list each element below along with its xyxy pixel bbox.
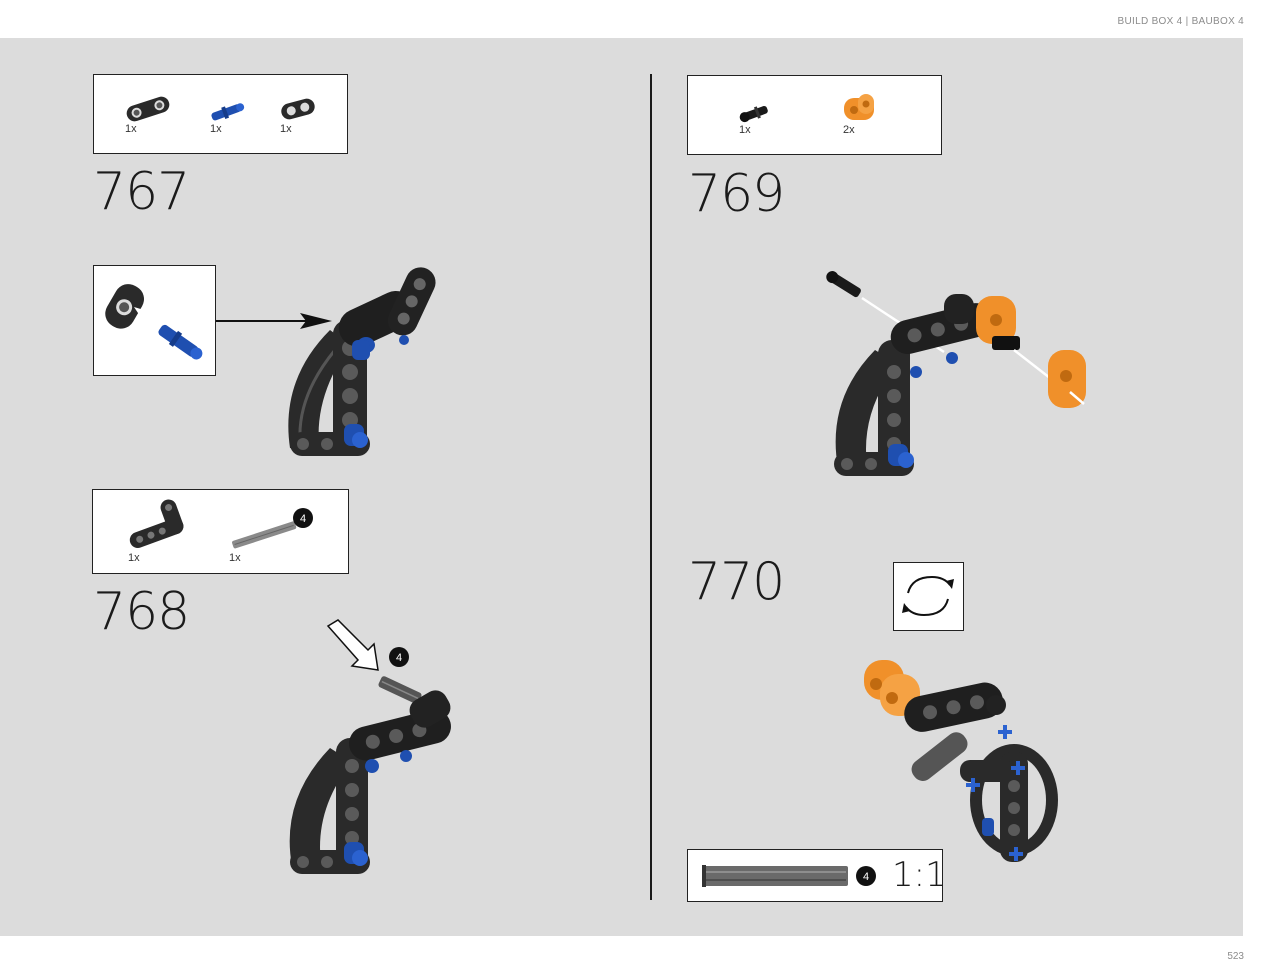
- header-label: BUILD BOX 4 | BAUBOX 4: [1117, 16, 1244, 27]
- parts-list-768: 1x 4 1x: [92, 489, 349, 574]
- page-divider: [650, 74, 652, 900]
- step-number-770: 770: [688, 552, 785, 612]
- qty-label: 1x: [739, 124, 751, 136]
- blue-axle-pin-icon: [211, 103, 245, 121]
- qty-label: 2x: [843, 124, 855, 136]
- rotate-model-icon: [893, 562, 964, 631]
- orange-connector-icon: [844, 94, 874, 120]
- qty-label: 1x: [128, 552, 140, 564]
- scale-indicator: 1:1: [892, 855, 947, 895]
- rotate-arrows-icon: [902, 575, 954, 617]
- black-angled-beam-icon: [129, 499, 184, 548]
- qty-label: 1x: [125, 123, 137, 135]
- step-number-768: 768: [93, 582, 190, 642]
- black-axle-pin-icon: [739, 105, 768, 123]
- step-number-769: 769: [688, 164, 785, 224]
- grey-axle-icon: 4: [702, 865, 876, 887]
- page-number: 523: [1227, 951, 1244, 962]
- qty-label: 1x: [210, 123, 222, 135]
- black-beam-2-icon: [126, 96, 170, 122]
- grey-axle-icon: 4: [232, 508, 313, 549]
- black-connector-icon: [281, 98, 315, 120]
- quantity-badge: 4: [863, 871, 869, 883]
- qty-label: 1x: [229, 552, 241, 564]
- axle-reference-box: 4 1:1: [687, 849, 947, 902]
- pin-insertion-diagram: [105, 284, 203, 360]
- sub-assembly-callout: [93, 265, 216, 376]
- qty-label: 1x: [280, 123, 292, 135]
- parts-list-767: 1x 1x 1x: [93, 74, 348, 154]
- step-number-767: 767: [93, 162, 190, 222]
- parts-list-769: 1x 2x: [687, 75, 942, 155]
- quantity-badge: 4: [300, 513, 306, 525]
